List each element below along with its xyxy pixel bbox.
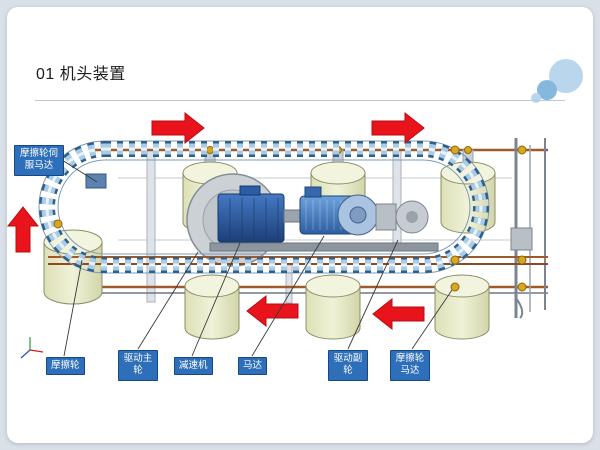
drive-motor: [299, 186, 379, 236]
flow-arrow-top-left: [151, 111, 205, 145]
label-motor: 马达: [238, 357, 268, 376]
roller-bottom-1: [184, 274, 240, 340]
title-divider: [35, 100, 565, 101]
label-friction-wheel-servo-motor: 摩擦轮伺服马达: [14, 145, 64, 176]
label-drive-secondary-wheel: 驱动副轮: [328, 350, 368, 381]
gearbox: [217, 185, 285, 243]
drive-secondary-wheel: [375, 200, 429, 234]
roller-bottom-3: [434, 274, 490, 340]
roller-top-3: [440, 146, 496, 234]
right-support-frame: [510, 138, 546, 319]
flow-arrow-left: [6, 206, 40, 253]
flow-arrow-bottom-right: [372, 297, 425, 331]
flow-arrows: [6, 111, 425, 331]
label-friction-wheel: 摩擦轮: [46, 357, 85, 376]
machine-base: [209, 242, 439, 252]
label-drive-main-wheel: 驱动主轮: [118, 350, 158, 381]
label-reducer: 减速机: [174, 357, 213, 376]
coordinate-axes-icon: [20, 337, 44, 359]
rail-fittings: [53, 145, 527, 292]
flow-arrow-bottom-middle: [246, 294, 299, 328]
leader-lines: [61, 159, 453, 357]
label-friction-wheel-motor: 摩擦轮马达: [390, 350, 430, 381]
page-title: 01 机头装置: [36, 66, 126, 83]
roller-bottom-2: [305, 274, 361, 340]
flow-arrow-top-right: [371, 111, 425, 145]
